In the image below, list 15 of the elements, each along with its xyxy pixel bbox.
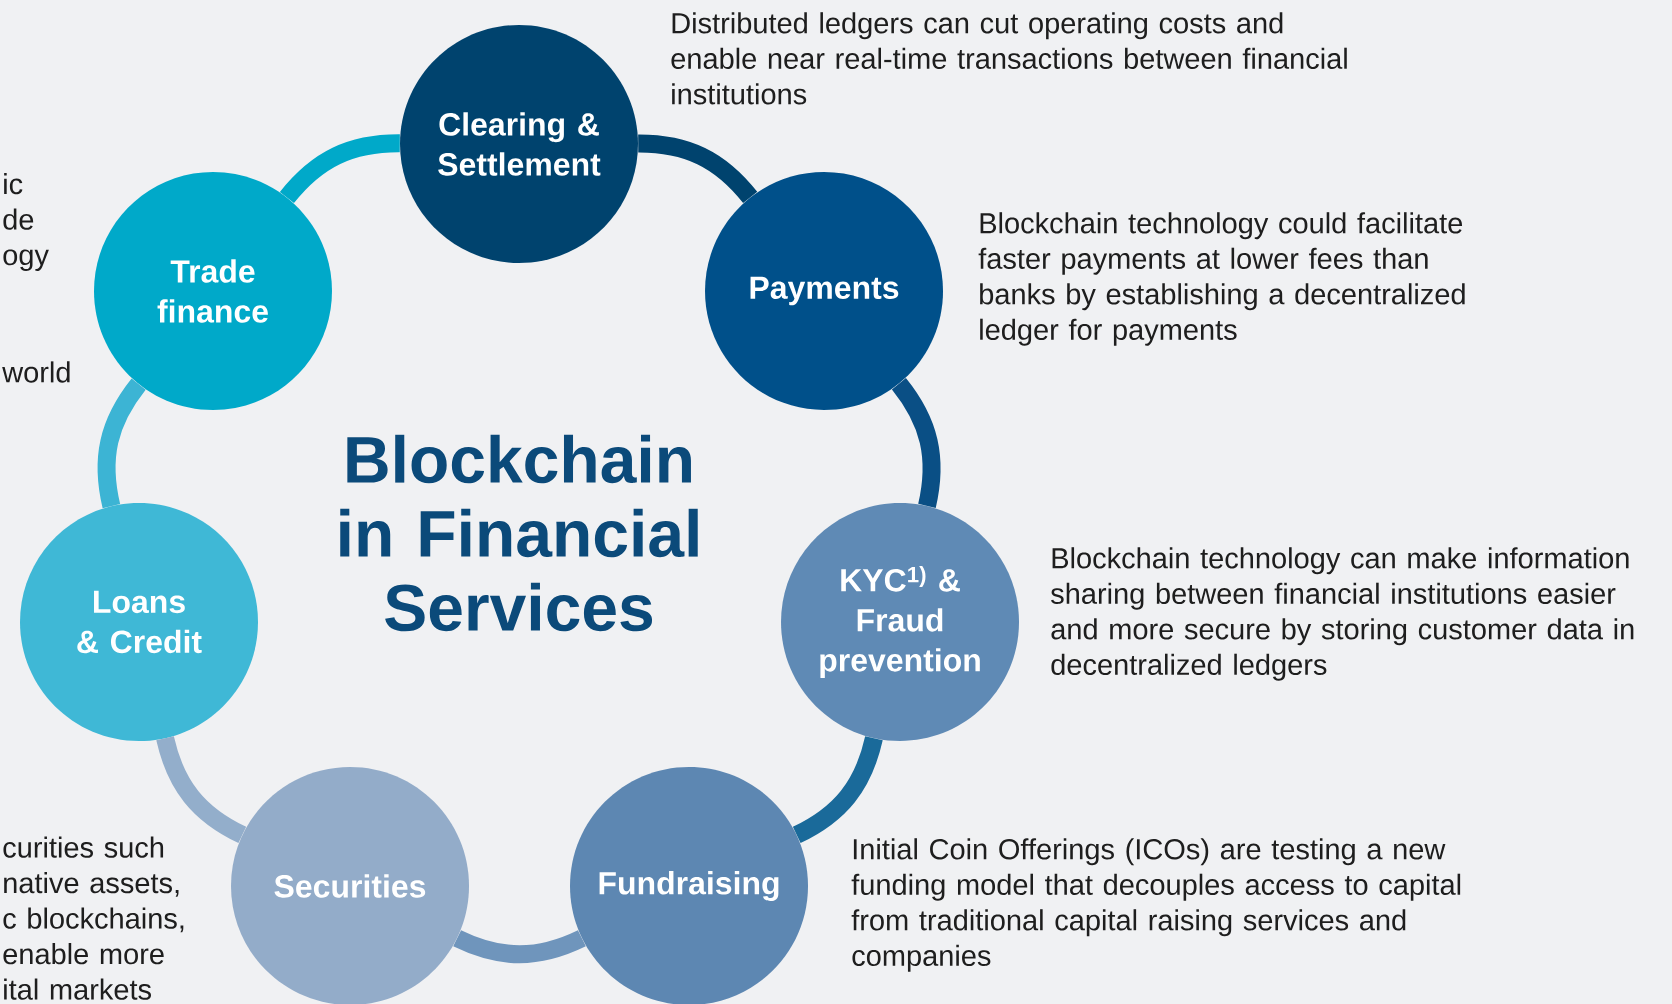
description-text: curities such native assets, c blockchains, enable more ital markets bbox=[3, 836, 184, 1000]
description-text: ic de ogy bbox=[3, 173, 49, 271]
ring-segment bbox=[891, 378, 941, 508]
title: Blockchain in Financial Services bbox=[340, 434, 698, 632]
description-text: world bbox=[2, 361, 70, 383]
description-text: Blockchain technology can make information sharing between financial institutions easier and more secure by storing customer data in decentralized ledgers bbox=[1051, 547, 1634, 681]
description-text: Initial Coin Offerings (ICOs) are testing a new funding model that decouples access to capital from traditional capital raising services and companies bbox=[851, 838, 1461, 972]
ring-segment bbox=[453, 930, 586, 964]
ring-segment bbox=[97, 378, 146, 508]
ring-segment bbox=[638, 134, 758, 204]
ring-segment bbox=[156, 736, 247, 843]
ring-segment bbox=[792, 736, 883, 843]
description-text: Distributed ledgers can cut operating costs and enable near real-time transactions between financial institutions bbox=[671, 12, 1347, 105]
ring-segment bbox=[280, 134, 400, 204]
description-text: Blockchain technology could facilitate faster payments at lower fees than banks by establishing a decentralized ledger for payments bbox=[978, 212, 1465, 346]
